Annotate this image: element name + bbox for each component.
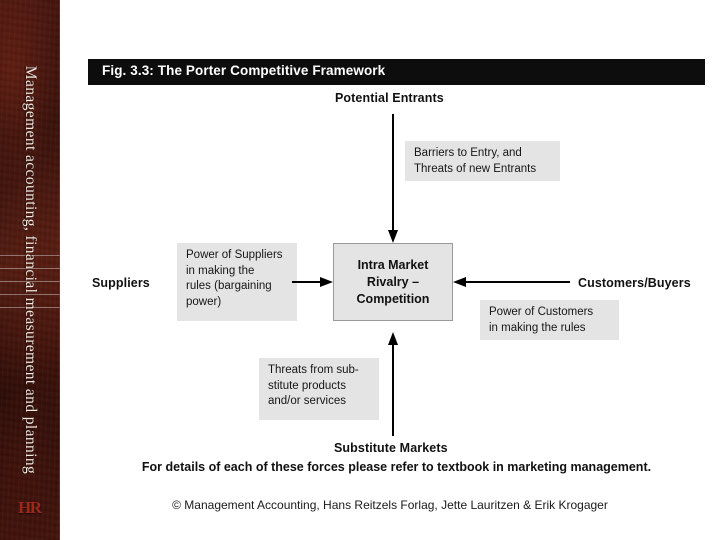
figure-footnote: For details of each of these forces plea… [141,460,652,474]
sidebar-vertical-title: Management accounting, financial measure… [22,65,39,475]
heading-customers-buyers: Customers/Buyers [578,276,691,290]
sidebar-rule-line [0,268,60,269]
heading-substitute-markets: Substitute Markets [334,441,448,455]
arrow-substitutes-up [388,332,398,436]
sidebar-rule-line [0,281,60,282]
arrow-suppliers-right [292,277,333,287]
sidebar-rule-line [0,294,60,295]
copyright-line: © Management Accounting, Hans Reitzels F… [172,498,608,512]
sidebar-rule-line [0,255,60,256]
sidebar-rule-line [0,307,60,308]
center-box-intra-market-rivalry: Intra Market Rivalry – Competition [333,243,453,321]
figure-title-bar: Fig. 3.3: The Porter Competitive Framewo… [88,59,705,85]
note-power-of-suppliers: Power of Suppliers in making the rules (… [177,243,297,321]
arrow-potential-entrants-down [388,114,398,243]
decorative-sidebar: Management accounting, financial measure… [0,0,60,540]
note-threats-from-substitutes: Threats from sub- stitute products and/o… [259,358,379,420]
figure-title-text: Fig. 3.3: The Porter Competitive Framewo… [102,63,386,78]
heading-suppliers: Suppliers [92,276,150,290]
note-power-of-customers: Power of Customers in making the rules [480,300,619,340]
sidebar-texture [0,0,60,540]
heading-potential-entrants: Potential Entrants [335,91,444,105]
publisher-logo: HR [18,498,42,517]
arrow-customers-left [453,277,570,287]
sidebar-edge-divider [59,0,60,540]
note-barriers-to-entry: Barriers to Entry, and Threats of new En… [405,141,560,181]
